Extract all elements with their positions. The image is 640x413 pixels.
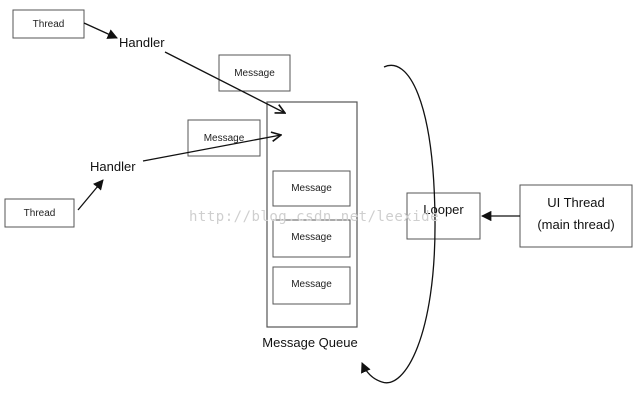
ui-thread-node: UI Thread (main thread) bbox=[519, 184, 633, 248]
message-mid-node: Message bbox=[187, 119, 261, 157]
ui-thread-label-line2: (main thread) bbox=[537, 217, 614, 232]
thread-bottom-label: Thread bbox=[24, 208, 56, 219]
looper-label: Looper bbox=[423, 202, 464, 217]
message-queue-label: Message Queue bbox=[262, 335, 357, 350]
ui-thread-label-line1: UI Thread bbox=[547, 195, 605, 210]
thread-bottom-node: Thread bbox=[4, 198, 75, 228]
thread-top-label: Thread bbox=[33, 19, 65, 30]
queue-message-3-label: Message bbox=[291, 279, 332, 290]
watermark-text: http://blog.csdn.net/leexide bbox=[189, 209, 439, 225]
message-top-label: Message bbox=[234, 68, 275, 79]
thread-top-node: Thread bbox=[12, 9, 85, 39]
queue-message-2-label: Message bbox=[291, 232, 332, 243]
handler-bottom-label: Handler bbox=[90, 159, 136, 174]
looper-node: Looper bbox=[406, 192, 481, 240]
queue-message-3 bbox=[272, 266, 351, 305]
queue-message-2 bbox=[272, 219, 351, 258]
message-mid-label: Message bbox=[204, 133, 245, 144]
message-top-node: Message bbox=[218, 54, 291, 92]
edge-handler-top-to-queue bbox=[164, 51, 285, 113]
handler-top-label: Handler bbox=[119, 35, 165, 50]
edge-handler-bottom-to-queue bbox=[142, 135, 281, 162]
looper-cycle-arc bbox=[361, 64, 436, 384]
message-queue: Message Message Message bbox=[266, 101, 358, 328]
queue-message-1 bbox=[272, 170, 351, 207]
edge-thread-bottom-to-handler bbox=[77, 179, 104, 211]
queue-message-1-label: Message bbox=[291, 183, 332, 194]
edge-thread-top-to-handler bbox=[83, 22, 118, 39]
